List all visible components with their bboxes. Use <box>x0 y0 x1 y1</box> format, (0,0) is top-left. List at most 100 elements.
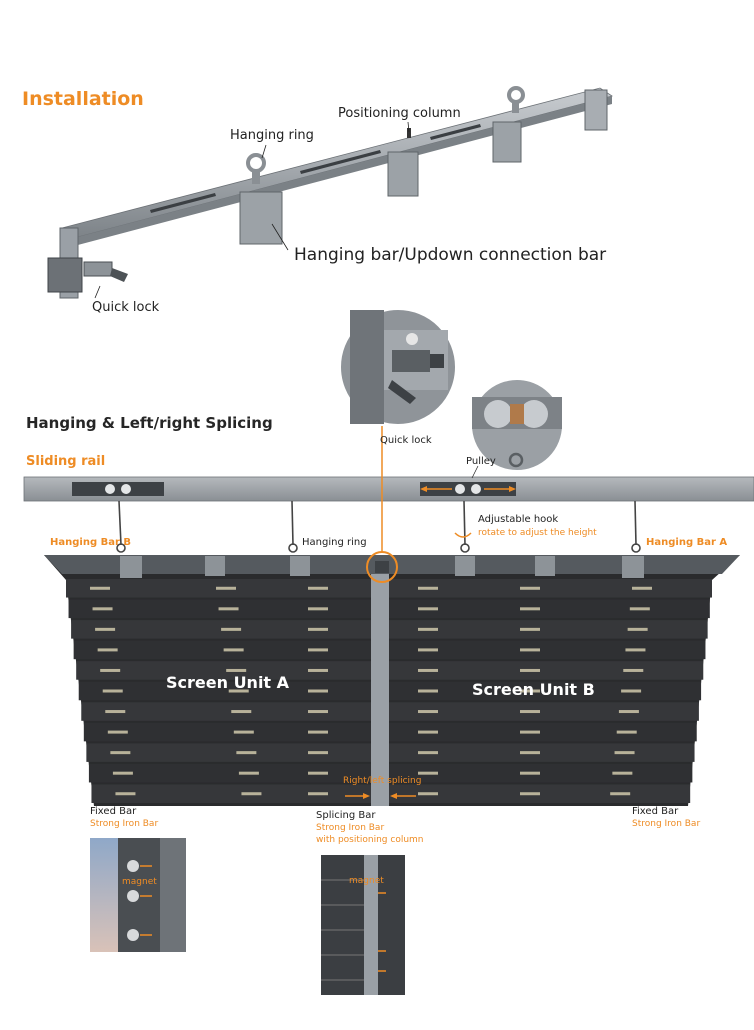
module-connector <box>627 627 648 631</box>
sliding-rail <box>23 465 754 502</box>
module-connector <box>216 586 236 590</box>
screen-module-row <box>88 763 693 783</box>
module-connector <box>614 751 635 755</box>
screen-module-row <box>78 681 702 701</box>
module-connector <box>612 771 633 775</box>
module-connector <box>308 792 328 796</box>
quick-lock-zoom-label: Quick lock <box>380 435 432 446</box>
module-connector <box>520 771 540 775</box>
module-connector <box>241 792 262 796</box>
screen-unit-b-label: Screen Unit B <box>472 680 595 699</box>
module-connector <box>418 607 438 611</box>
screen-unit-a-label: Screen Unit A <box>166 673 290 692</box>
module-connector <box>308 586 328 590</box>
module-connector <box>418 730 438 734</box>
module-connector <box>308 627 328 631</box>
hanging-bar-a-label: Hanging Bar A <box>646 537 728 548</box>
module-connector <box>226 668 247 672</box>
screen-module-row <box>71 620 708 639</box>
module-connector <box>418 648 438 652</box>
splicing-bar-detail <box>321 855 405 995</box>
splicing-bar-title: Splicing Bar <box>316 810 376 821</box>
fixed-bar-left-title: Fixed Bar <box>90 806 137 817</box>
module-connector <box>308 730 328 734</box>
module-connector <box>418 668 438 672</box>
screen-module-row <box>86 743 695 762</box>
module-connector <box>112 771 133 775</box>
module-connector <box>625 648 646 652</box>
module-connector <box>520 689 540 693</box>
screen-module-row <box>68 599 710 619</box>
module-connector <box>231 710 252 714</box>
module-connector <box>308 648 328 652</box>
module-connector <box>97 648 118 652</box>
module-connector <box>623 668 644 672</box>
module-connector <box>218 607 239 611</box>
hanging-bar-illustration <box>47 86 613 299</box>
module-connector <box>308 689 328 693</box>
fixed-bar-left-sub: Strong Iron Bar <box>90 819 159 829</box>
hanging-ring-label: Hanging ring <box>230 128 314 143</box>
module-connector <box>418 689 438 693</box>
module-connector <box>610 792 631 796</box>
screen-module-row <box>81 702 699 721</box>
module-connector <box>418 771 438 775</box>
hanging-ring-label-2: Hanging ring <box>302 537 367 548</box>
module-connector <box>102 689 123 693</box>
module-connector <box>308 751 328 755</box>
module-connector <box>100 668 121 672</box>
screen-module-row <box>73 640 706 660</box>
module-connector <box>520 586 540 590</box>
adjustable-hook-label: Adjustable hook <box>478 514 559 525</box>
module-connector <box>105 710 126 714</box>
splicing-note: Right/left splicing <box>343 776 422 786</box>
pulley-label: Pulley <box>466 456 496 467</box>
module-connector <box>621 689 642 693</box>
module-connector <box>223 648 244 652</box>
module-connector <box>520 668 540 672</box>
module-connector <box>632 586 652 590</box>
module-connector <box>520 607 540 611</box>
magnet-label-left: magnet <box>122 877 157 887</box>
module-connector <box>520 751 540 755</box>
module-connector <box>228 689 249 693</box>
module-connector <box>233 730 254 734</box>
module-connector <box>308 710 328 714</box>
adjustable-hook-note: rotate to adjust the height <box>478 528 597 538</box>
module-connector <box>418 792 438 796</box>
module-connector <box>110 751 131 755</box>
module-connector <box>520 710 540 714</box>
installation-heading: Installation <box>22 88 144 110</box>
module-connector <box>90 586 110 590</box>
module-connector <box>629 607 650 611</box>
module-connector <box>520 627 540 631</box>
hanging-bar-label: Hanging bar/Updown connection bar <box>294 245 607 265</box>
module-connector <box>418 586 438 590</box>
quick-lock-label: Quick lock <box>92 300 160 315</box>
fixed-bar-detail <box>90 838 186 952</box>
module-connector <box>616 730 637 734</box>
screen-module-row <box>91 784 691 803</box>
module-connector <box>418 627 438 631</box>
sliding-rail-label: Sliding rail <box>26 454 106 469</box>
fixed-bar-right-sub: Strong Iron Bar <box>632 819 701 829</box>
led-screen <box>44 426 740 806</box>
module-connector <box>308 771 328 775</box>
splicing-bar-sub2: with positioning column <box>316 835 424 845</box>
pulley-zoom <box>470 378 564 472</box>
module-connector <box>221 627 242 631</box>
fixed-bar-right-title: Fixed Bar <box>632 806 679 817</box>
hanging-chains <box>116 500 641 553</box>
module-connector <box>418 710 438 714</box>
module-connector <box>308 607 328 611</box>
module-connector <box>618 710 639 714</box>
module-connector <box>236 751 257 755</box>
hanging-bar-b-label: Hanging Bar B <box>50 537 131 548</box>
module-connector <box>520 792 540 796</box>
module-connector <box>92 607 113 611</box>
module-connector <box>520 648 540 652</box>
screen-module-row <box>83 722 697 742</box>
module-connector <box>520 730 540 734</box>
module-connector <box>115 792 136 796</box>
